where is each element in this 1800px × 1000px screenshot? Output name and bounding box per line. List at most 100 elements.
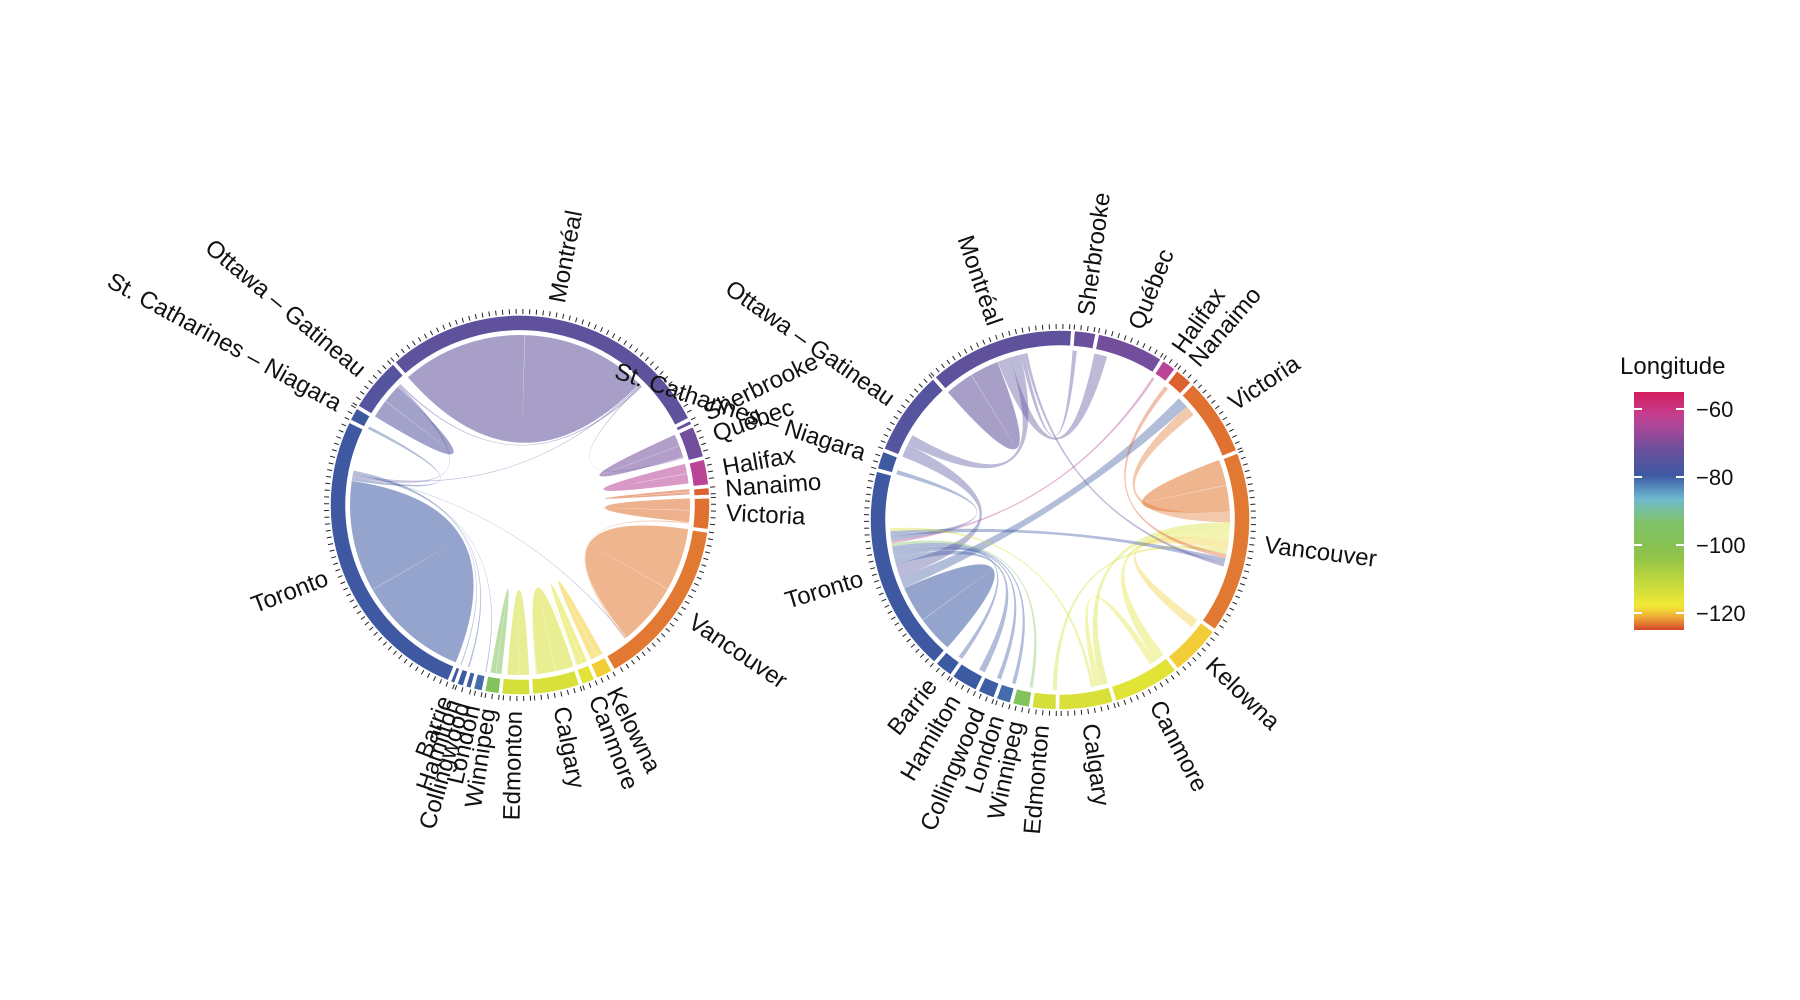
sector-tick (1229, 428, 1234, 432)
sector-tick (341, 423, 347, 427)
sector-tick (415, 666, 419, 672)
sector-tick (966, 687, 970, 693)
sector-tick (1248, 489, 1254, 492)
sector-tick (935, 667, 940, 673)
sector-tick (377, 369, 382, 375)
sector-tick (1086, 325, 1089, 332)
sector-tick (918, 383, 923, 388)
sector-tick (707, 538, 714, 541)
sector-tick (1080, 325, 1082, 331)
sector-tick (406, 344, 411, 350)
sector-tick (677, 612, 683, 616)
sector-tick (634, 348, 639, 353)
sector-tick (1098, 327, 1101, 334)
chord-links (890, 350, 1230, 690)
sector-tick (1123, 699, 1127, 705)
legend-colorbar (1634, 392, 1684, 630)
sector-tick (641, 651, 646, 657)
sector-tick (690, 417, 696, 421)
sector: Edmonton (1019, 691, 1058, 835)
sector-tick (688, 594, 693, 599)
sector-tick (1027, 708, 1030, 714)
sector-tick (1234, 441, 1240, 445)
sector-tick (330, 455, 336, 458)
sector-tick (1142, 343, 1146, 349)
sector-band (455, 668, 470, 688)
sector-tick (387, 646, 392, 651)
sector-tick (893, 415, 899, 420)
sector-tick (681, 606, 687, 610)
sector-tick (871, 466, 877, 470)
chord-link (374, 386, 454, 455)
sector-tick (1153, 685, 1158, 691)
sector-band (1200, 451, 1251, 631)
sector-tick (356, 610, 362, 615)
sector-tick (1136, 340, 1140, 346)
sector-tick (429, 330, 434, 336)
sector-tick (679, 397, 685, 402)
sector-band (329, 421, 456, 682)
sector-tick (1159, 352, 1164, 358)
sector-tick (952, 355, 956, 361)
sector-tick (420, 669, 425, 675)
sector-tick (1182, 666, 1187, 671)
sector: Calgary (1057, 685, 1116, 808)
sector-tick (417, 337, 422, 342)
sector-tick (871, 573, 877, 577)
sector-tick (395, 352, 400, 358)
sector-tick (1135, 694, 1139, 700)
sector-band (464, 670, 477, 690)
sector-label: Montréal (952, 232, 1008, 329)
sector-band (869, 470, 946, 664)
sector-tick (1008, 330, 1011, 336)
sector-tick (877, 446, 883, 450)
sector-tick (1117, 333, 1120, 339)
chord-link (532, 587, 574, 675)
sector-tick (1170, 674, 1175, 680)
sector-tick (606, 674, 610, 680)
sector-tick (1222, 619, 1228, 623)
sector-tick (1226, 613, 1231, 617)
sector-tick (708, 470, 714, 473)
sector-tick (991, 698, 995, 704)
sector-tick (1087, 708, 1090, 714)
sector-tick (705, 551, 711, 554)
sector-tick (654, 365, 659, 371)
sector-tick (656, 637, 661, 643)
sector-tick (335, 568, 341, 572)
sector-tick (553, 692, 556, 698)
sector-tick (699, 570, 705, 574)
sector-tick (1014, 329, 1017, 335)
sector-tick (448, 322, 452, 328)
sector-tick (423, 333, 428, 339)
sector-tick (709, 523, 716, 526)
sector-tick (665, 628, 670, 633)
sector-tick (1248, 550, 1254, 553)
sector-band (882, 377, 945, 457)
sector-tick (372, 374, 378, 379)
sector-tick (587, 321, 591, 327)
sector-label: Canmore (1144, 696, 1213, 796)
sector-band (393, 314, 691, 427)
inner-ring (346, 331, 694, 679)
sector-tick (454, 685, 458, 691)
sector-tick (693, 423, 699, 427)
sector-tick (866, 547, 872, 550)
sector-band (605, 528, 709, 671)
sector-band (692, 486, 711, 497)
sector-tick (693, 582, 699, 586)
sector-tick (400, 348, 405, 354)
sector-band (349, 406, 372, 429)
sector-tick (1117, 701, 1120, 708)
sector-tick (461, 317, 465, 323)
sector-tick (356, 396, 361, 401)
sector-tick (1093, 327, 1096, 333)
sector-label: Vancouver (683, 609, 792, 695)
sector-tick (1201, 647, 1206, 652)
sector-tick (1154, 349, 1158, 355)
sector-tick (988, 337, 992, 343)
sector-tick (960, 684, 965, 690)
sector-tick (701, 442, 707, 446)
sector-tick (436, 327, 440, 333)
